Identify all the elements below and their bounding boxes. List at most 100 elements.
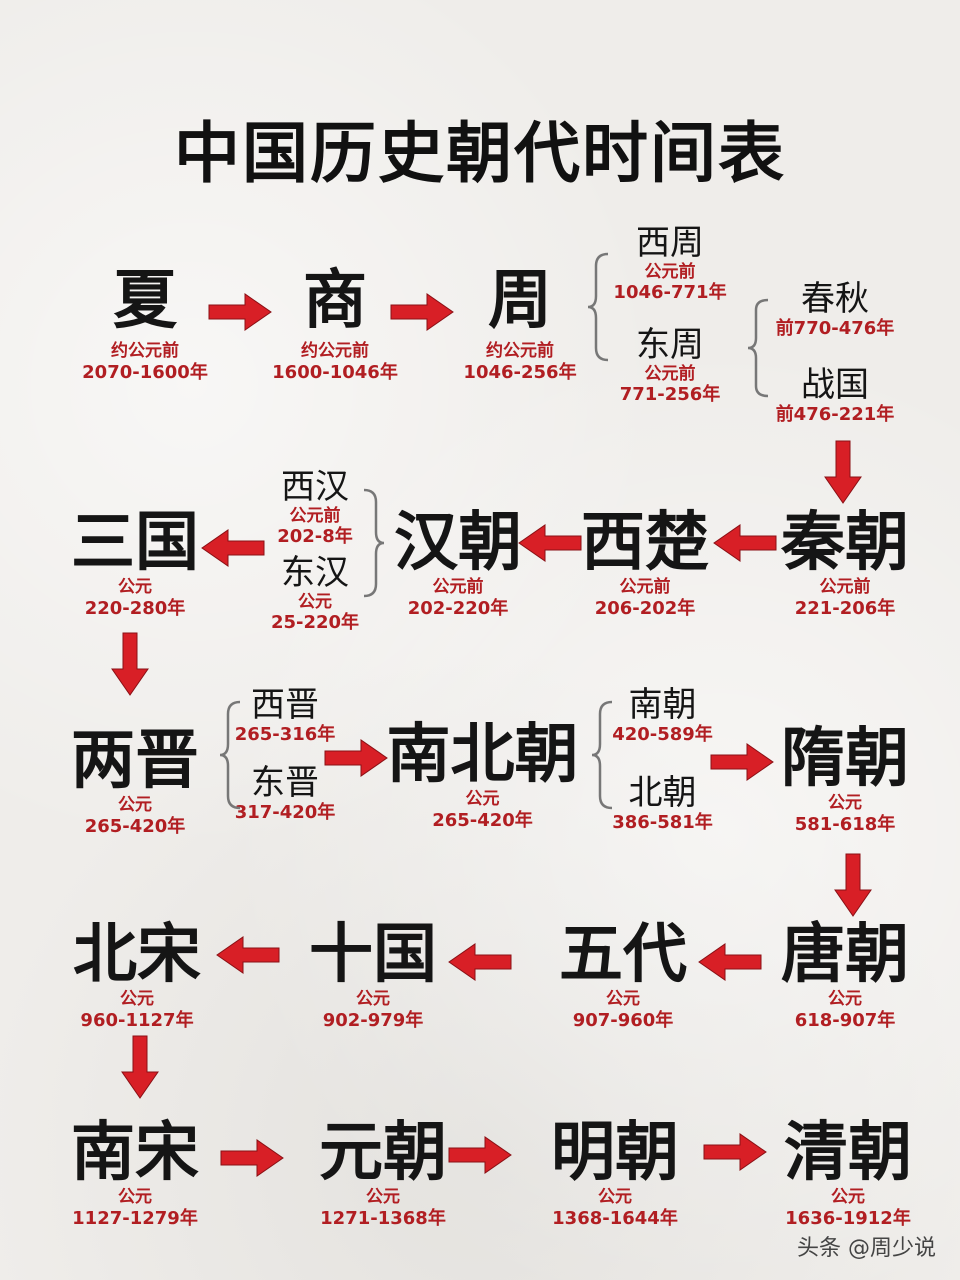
dynasty-qin: 秦朝 公元前 221-206年 [770, 506, 920, 619]
dynasty-name: 西汉 [281, 467, 349, 507]
dynasty-xihan: 西汉 公元前 202-8年 [255, 467, 375, 548]
era-label: 公元 [118, 795, 152, 816]
arrow-right-icon [703, 1133, 767, 1171]
dynasty-yuan: 元朝 公元 1271-1368年 [308, 1116, 458, 1229]
brace-nanbeichao [592, 700, 613, 810]
dynasty-nanchao: 南朝 420-589年 [605, 685, 720, 745]
arrow-left-icon [518, 524, 582, 562]
dynasty-name: 周 [488, 264, 552, 338]
dynasty-beisong: 北宋 公元 960-1127年 [62, 918, 212, 1031]
dynasty-donghan: 东汉 公元 25-220年 [255, 553, 375, 634]
date-range: 1127-1279年 [72, 1207, 198, 1229]
date-range: 202-220年 [407, 597, 509, 619]
era-label: 公元 [828, 989, 862, 1010]
watermark: 头条 @周少说 [797, 1236, 936, 1261]
date-range: 1368-1644年 [552, 1207, 678, 1229]
dynasty-chunqiu: 春秋 前770-476年 [770, 279, 900, 339]
date-range: 771-256年 [619, 384, 721, 406]
arrow-right-icon [448, 1136, 512, 1174]
dynasty-xia: 夏 约公元前 2070-1600年 [70, 264, 220, 383]
date-range: 25-220年 [270, 612, 360, 634]
arrow-down-icon [824, 440, 862, 504]
dynasty-name: 明朝 [551, 1116, 679, 1190]
dynasty-name: 东汉 [281, 553, 349, 593]
era-label: 公元 [118, 1187, 152, 1208]
dynasty-xichu: 西楚 公元前 206-202年 [570, 506, 720, 619]
dynasty-xizhou: 西周 公元前 1046-771年 [605, 225, 735, 304]
dynasty-name: 东晋 [251, 763, 319, 803]
era-label: 公元 [366, 1187, 400, 1208]
arrow-left-icon [698, 943, 762, 981]
era-label: 公元前 [644, 261, 696, 282]
date-range: 1046-256年 [463, 361, 577, 383]
dynasty-name: 北宋 [73, 918, 201, 992]
dynasty-name: 夏 [113, 264, 177, 338]
arrow-left-icon [201, 529, 265, 567]
dynasty-han: 汉朝 公元前 202-220年 [383, 506, 533, 619]
date-range: 1271-1368年 [320, 1207, 446, 1229]
dynasty-name: 秦朝 [781, 506, 909, 580]
arrow-left-icon [216, 936, 280, 974]
era-label: 公元 [606, 989, 640, 1010]
date-range: 1046-771年 [613, 282, 727, 304]
era-label: 公元前 [432, 577, 484, 598]
era-label: 公元 [831, 1187, 865, 1208]
era-label: 公元 [120, 989, 154, 1010]
era-label: 公元 [356, 989, 390, 1010]
date-range: 1636-1912年 [785, 1207, 911, 1229]
arrow-left-icon [448, 943, 512, 981]
dynasty-name: 隋朝 [781, 722, 909, 796]
dynasty-name: 春秋 [801, 279, 869, 319]
dynasty-name: 北朝 [628, 773, 697, 813]
date-range: 265-420年 [432, 809, 533, 831]
dynasty-dongzhou: 东周 公元前 771-256年 [605, 327, 735, 406]
date-range: 265-420年 [84, 815, 186, 837]
date-range: 220-280年 [84, 597, 186, 619]
dynasty-name: 南宋 [71, 1116, 199, 1190]
dynasty-name: 南朝 [628, 685, 697, 725]
dynasty-name: 西晋 [251, 685, 319, 725]
arrow-right-icon [710, 743, 774, 781]
dynasty-name: 五代 [559, 918, 687, 992]
arrow-down-icon [834, 853, 872, 917]
date-range: 2070-1600年 [82, 361, 208, 383]
era-label: 公元前 [289, 505, 341, 526]
date-range: 960-1127年 [80, 1009, 194, 1031]
date-range: 902-979年 [322, 1009, 424, 1031]
arrow-down-icon [111, 632, 149, 696]
dynasty-nanbeichao: 南北朝 公元 265-420年 [385, 718, 580, 831]
dynasty-name: 清朝 [784, 1116, 912, 1190]
brace-jin [220, 700, 241, 810]
date-range: 206-202年 [594, 597, 696, 619]
dynasty-tang: 唐朝 公元 618-907年 [770, 918, 920, 1031]
dynasty-nansong: 南宋 公元 1127-1279年 [60, 1116, 210, 1229]
era-label: 公元 [598, 1187, 632, 1208]
era-label: 公元 [118, 577, 152, 598]
dynasty-name: 南北朝 [386, 718, 579, 792]
dynasty-name: 战国 [801, 365, 869, 405]
brace-dongzhou [748, 298, 769, 398]
dynasty-name: 三国 [71, 506, 199, 580]
era-label: 约公元前 [486, 341, 554, 362]
dynasty-name: 商 [303, 264, 367, 338]
dynasty-ming: 明朝 公元 1368-1644年 [540, 1116, 690, 1229]
era-label: 公元前 [644, 363, 696, 384]
dynasty-shiguo: 十国 公元 902-979年 [298, 921, 448, 1031]
date-range: 202-8年 [277, 526, 353, 548]
era-label: 约公元前 [111, 341, 179, 362]
dynasty-name: 唐朝 [781, 918, 909, 992]
date-range: 1600-1046年 [272, 361, 398, 383]
dynasty-name: 西楚 [581, 506, 709, 580]
arrow-right-icon [324, 739, 388, 777]
era-label: 公元 [298, 591, 332, 612]
arrow-right-icon [220, 1139, 284, 1177]
arrow-right-icon [390, 293, 454, 331]
era-label: 公元 [465, 789, 500, 810]
dynasty-dongjin: 东晋 317-420年 [230, 763, 340, 823]
date-range: 420-589年 [612, 723, 713, 745]
dynasty-name: 元朝 [319, 1116, 447, 1190]
dynasty-name: 汉朝 [394, 506, 522, 580]
date-range: 265-316年 [234, 723, 336, 745]
brace-han [363, 488, 384, 598]
dynasty-name: 两晋 [71, 724, 199, 798]
